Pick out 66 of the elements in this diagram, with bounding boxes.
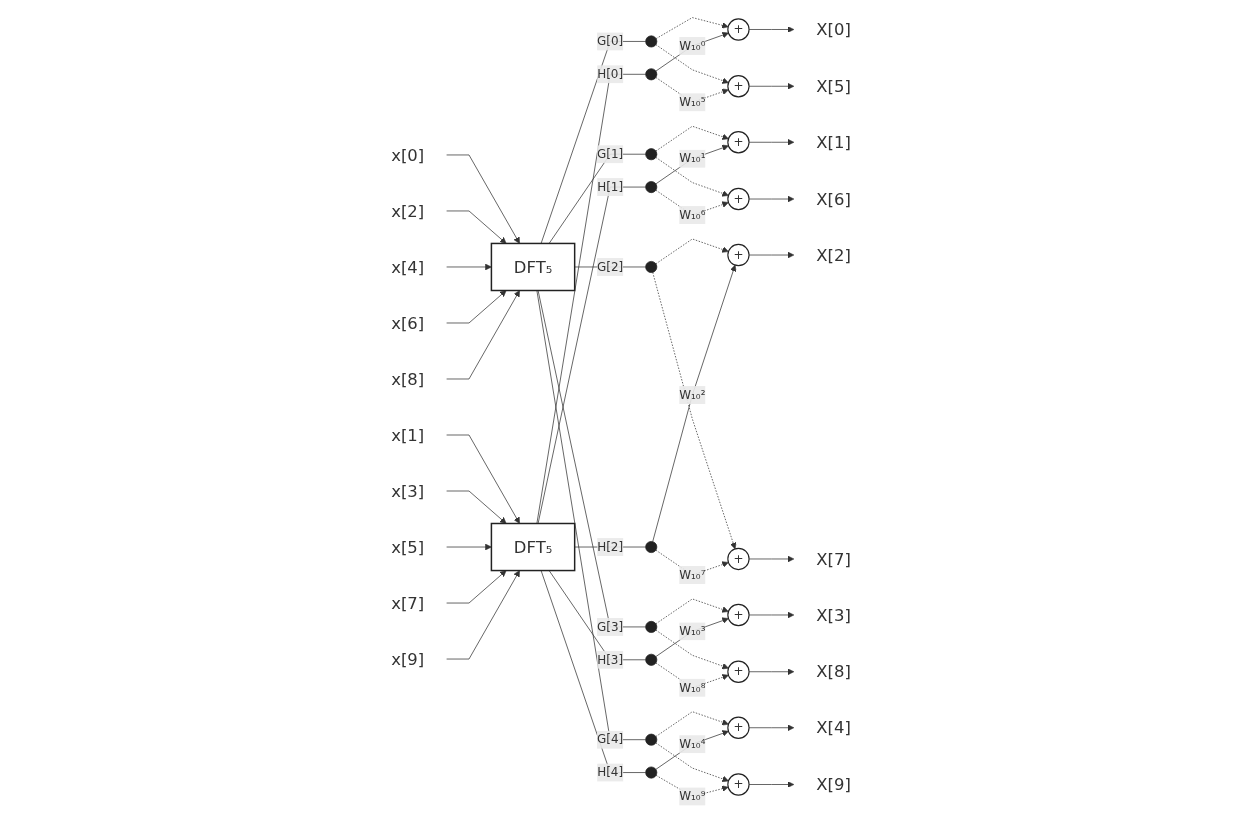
edge-label: H[3] (597, 652, 624, 667)
node-circle: + (727, 243, 750, 267)
node-text: x[2] (391, 201, 425, 221)
node-text: x[0] (391, 145, 425, 165)
node-text: x[5] (391, 537, 425, 557)
node-circle (645, 653, 658, 666)
node-text: X[0] (816, 20, 851, 39)
edge-label: W₁₀⁴ (679, 736, 706, 751)
edge-label: W₁₀⁵ (679, 94, 706, 110)
node-circle: + (727, 131, 750, 154)
node-text: x[3] (391, 481, 425, 501)
node-text: X[2] (816, 245, 851, 265)
node-circle (645, 68, 658, 81)
connector (540, 570, 647, 773)
edge-label: G[0] (597, 33, 624, 49)
node-text: X[3] (816, 605, 851, 625)
node-text: X[8] (816, 662, 851, 682)
edge-label: G[3] (597, 619, 624, 634)
node-text: X[9] (816, 775, 851, 794)
node-circle (645, 261, 658, 273)
node-circle (645, 541, 658, 553)
edge-label: H[1] (597, 179, 624, 194)
node-circle (645, 181, 658, 194)
edge-label: W₁₀⁰ (679, 38, 706, 53)
node-circle: + (727, 75, 750, 98)
edge-label: G[2] (597, 259, 624, 274)
node-circle: + (727, 603, 750, 627)
node-text: X[7] (816, 549, 851, 569)
edge-label: W₁₀³ (679, 623, 706, 639)
node-text: X[5] (816, 76, 851, 96)
node-text: x[6] (391, 313, 425, 333)
node-circle: + (727, 187, 750, 211)
node-text: X[6] (816, 189, 851, 209)
node-text: x[4] (391, 257, 425, 277)
edge-label: H[2] (597, 539, 624, 554)
connector (548, 153, 647, 244)
edge-label: W₁₀¹ (679, 151, 706, 166)
connector (540, 41, 647, 244)
node-text: x[8] (391, 369, 425, 389)
node-text: x[1] (391, 425, 425, 445)
edge-label: G[4] (597, 732, 624, 747)
node-text: x[7] (391, 593, 425, 613)
node-text: x[9] (391, 649, 425, 669)
node-circle: + (727, 773, 750, 796)
edge-label: W₁₀⁹ (679, 788, 706, 804)
node-circle (645, 148, 658, 161)
node-circle (645, 35, 658, 48)
node-circle (645, 733, 658, 746)
edge-label: G[1] (597, 146, 624, 161)
node-box: DFT₅ (490, 522, 576, 572)
node-text: X[4] (816, 718, 851, 738)
node-text: X[1] (816, 132, 851, 152)
node-circle: + (727, 547, 750, 571)
edge-label: W₁₀² (679, 387, 706, 402)
edge-label: H[0] (597, 66, 624, 82)
node-circle: + (727, 18, 750, 41)
node-circle: + (727, 660, 750, 683)
node-circle (645, 766, 658, 779)
edge-label: H[4] (597, 765, 624, 780)
node-circle: + (727, 716, 750, 739)
node-circle (645, 620, 658, 633)
edge-label: W₁₀⁸ (679, 680, 706, 695)
connector (548, 570, 647, 661)
edge-label: W₁₀⁶ (679, 207, 706, 222)
node-box: DFT₅ (490, 242, 576, 292)
edge-label: W₁₀⁷ (679, 567, 706, 582)
